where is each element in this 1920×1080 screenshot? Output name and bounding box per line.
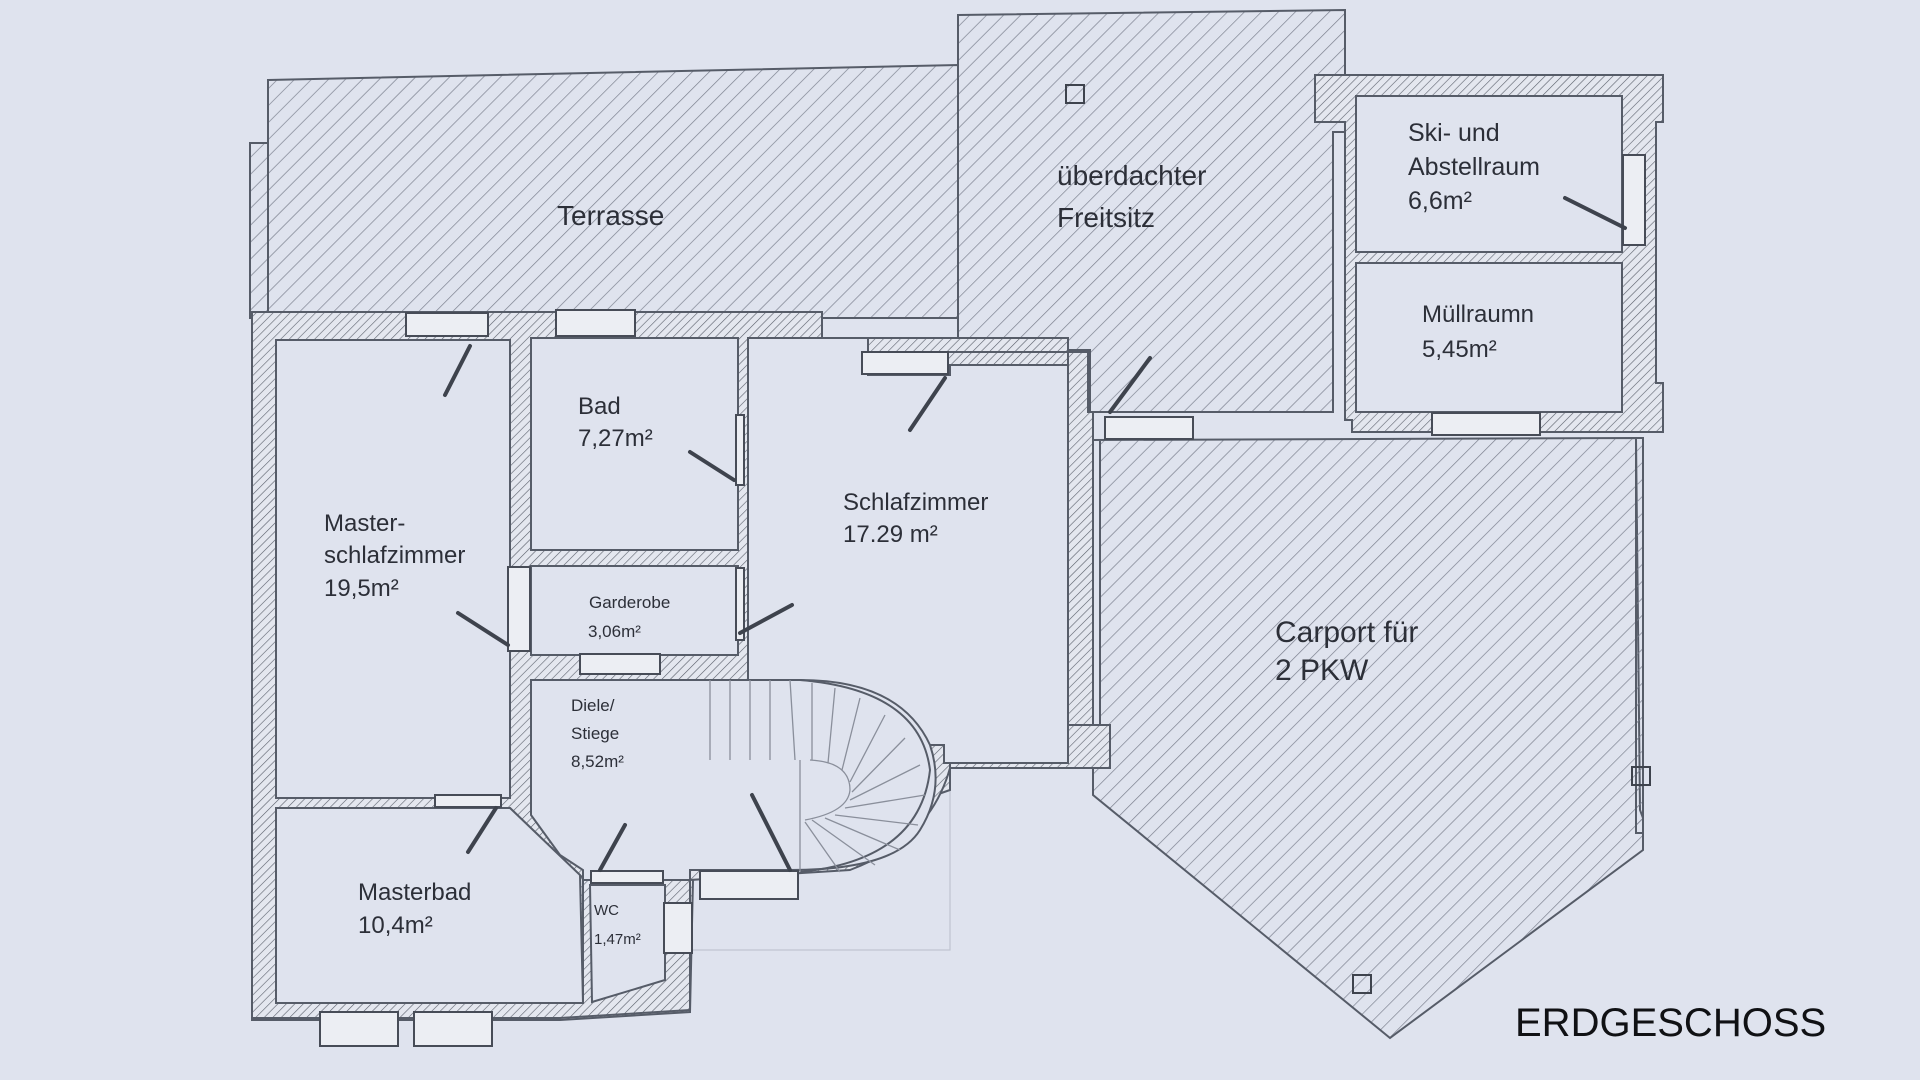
window-masterbad-top — [434, 794, 502, 808]
carport-edge-right — [1635, 437, 1644, 834]
room-labels: Terrasse überdachter Freitsitz Ski- und … — [324, 119, 1540, 948]
label-carport-line2: 2 PKW — [1275, 654, 1369, 687]
window-bad-top — [555, 309, 636, 337]
window-freisitz — [1104, 416, 1194, 440]
window-garderobe-right — [735, 567, 745, 641]
label-ski-line1: Ski- und — [1408, 119, 1500, 147]
room-muellraum — [1355, 262, 1623, 413]
window-garderobe-bottom — [579, 653, 661, 675]
window-schlaf-top — [861, 351, 949, 375]
window-masterbad-bottom-2 — [413, 1011, 493, 1047]
window-wc-top — [590, 870, 664, 884]
label-muell-name: Müllraumn — [1422, 301, 1534, 328]
label-bad-area: 7,27m² — [578, 425, 653, 452]
label-garderobe-area: 3,06m² — [588, 622, 641, 641]
door-swings — [443, 196, 1627, 872]
storage-block — [1314, 74, 1664, 433]
label-bad-name: Bad — [578, 393, 621, 420]
label-schlaf-name: Schlafzimmer — [843, 489, 988, 516]
label-ski-line2: Abstellraum — [1408, 153, 1540, 181]
label-carport-line1: Carport für — [1275, 616, 1418, 649]
window-ski-right — [1622, 154, 1646, 246]
room-ski-abstellraum — [1355, 95, 1623, 253]
hatched-areas — [249, 8, 1644, 1040]
label-masterbad-area: 10,4m² — [358, 912, 433, 939]
window-diele-bottom — [699, 870, 799, 900]
label-freisitz-line1: überdachter — [1057, 160, 1206, 191]
room-interiors — [275, 337, 1069, 1004]
stair-inner-arc — [804, 759, 851, 821]
label-terrasse: Terrasse — [557, 200, 664, 231]
label-master-line1: Master- — [324, 510, 405, 537]
label-garderobe-name: Garderobe — [589, 593, 670, 612]
window-wc-right — [663, 902, 693, 954]
room-wc — [588, 884, 666, 1004]
label-muell-area: 5,45m² — [1422, 336, 1497, 363]
staircase — [709, 679, 932, 873]
column-markers — [1065, 84, 1651, 994]
terrasse-area — [267, 63, 959, 319]
room-masterschlafzimmer — [275, 339, 511, 799]
window-masterbad-bottom-1 — [319, 1011, 399, 1047]
label-diele-line2: Stiege — [571, 724, 619, 743]
label-freisitz-line2: Freitsitz — [1057, 202, 1155, 233]
window-bad-right — [735, 414, 745, 486]
label-schlaf-area: 17.29 m² — [843, 521, 938, 548]
window-master-top — [405, 312, 489, 337]
label-wc-area: 1,47m² — [594, 931, 641, 948]
window-muell-bottom — [1431, 412, 1541, 436]
label-masterbad-name: Masterbad — [358, 879, 471, 906]
plan-title: ERDGESCHOSS — [1515, 1001, 1826, 1045]
room-bad — [530, 337, 739, 551]
label-master-line2: schlafzimmer — [324, 542, 465, 569]
label-diele-area: 8,52m² — [571, 752, 624, 771]
label-master-area: 19,5m² — [324, 575, 399, 602]
terrasse-edge-left — [249, 142, 269, 319]
window-master-right — [507, 566, 531, 652]
label-diele-line1: Diele/ — [571, 696, 615, 715]
label-wc-name: WC — [594, 902, 619, 919]
room-diele — [530, 679, 937, 881]
windows — [319, 154, 1646, 1047]
label-ski-area: 6,6m² — [1408, 187, 1472, 215]
